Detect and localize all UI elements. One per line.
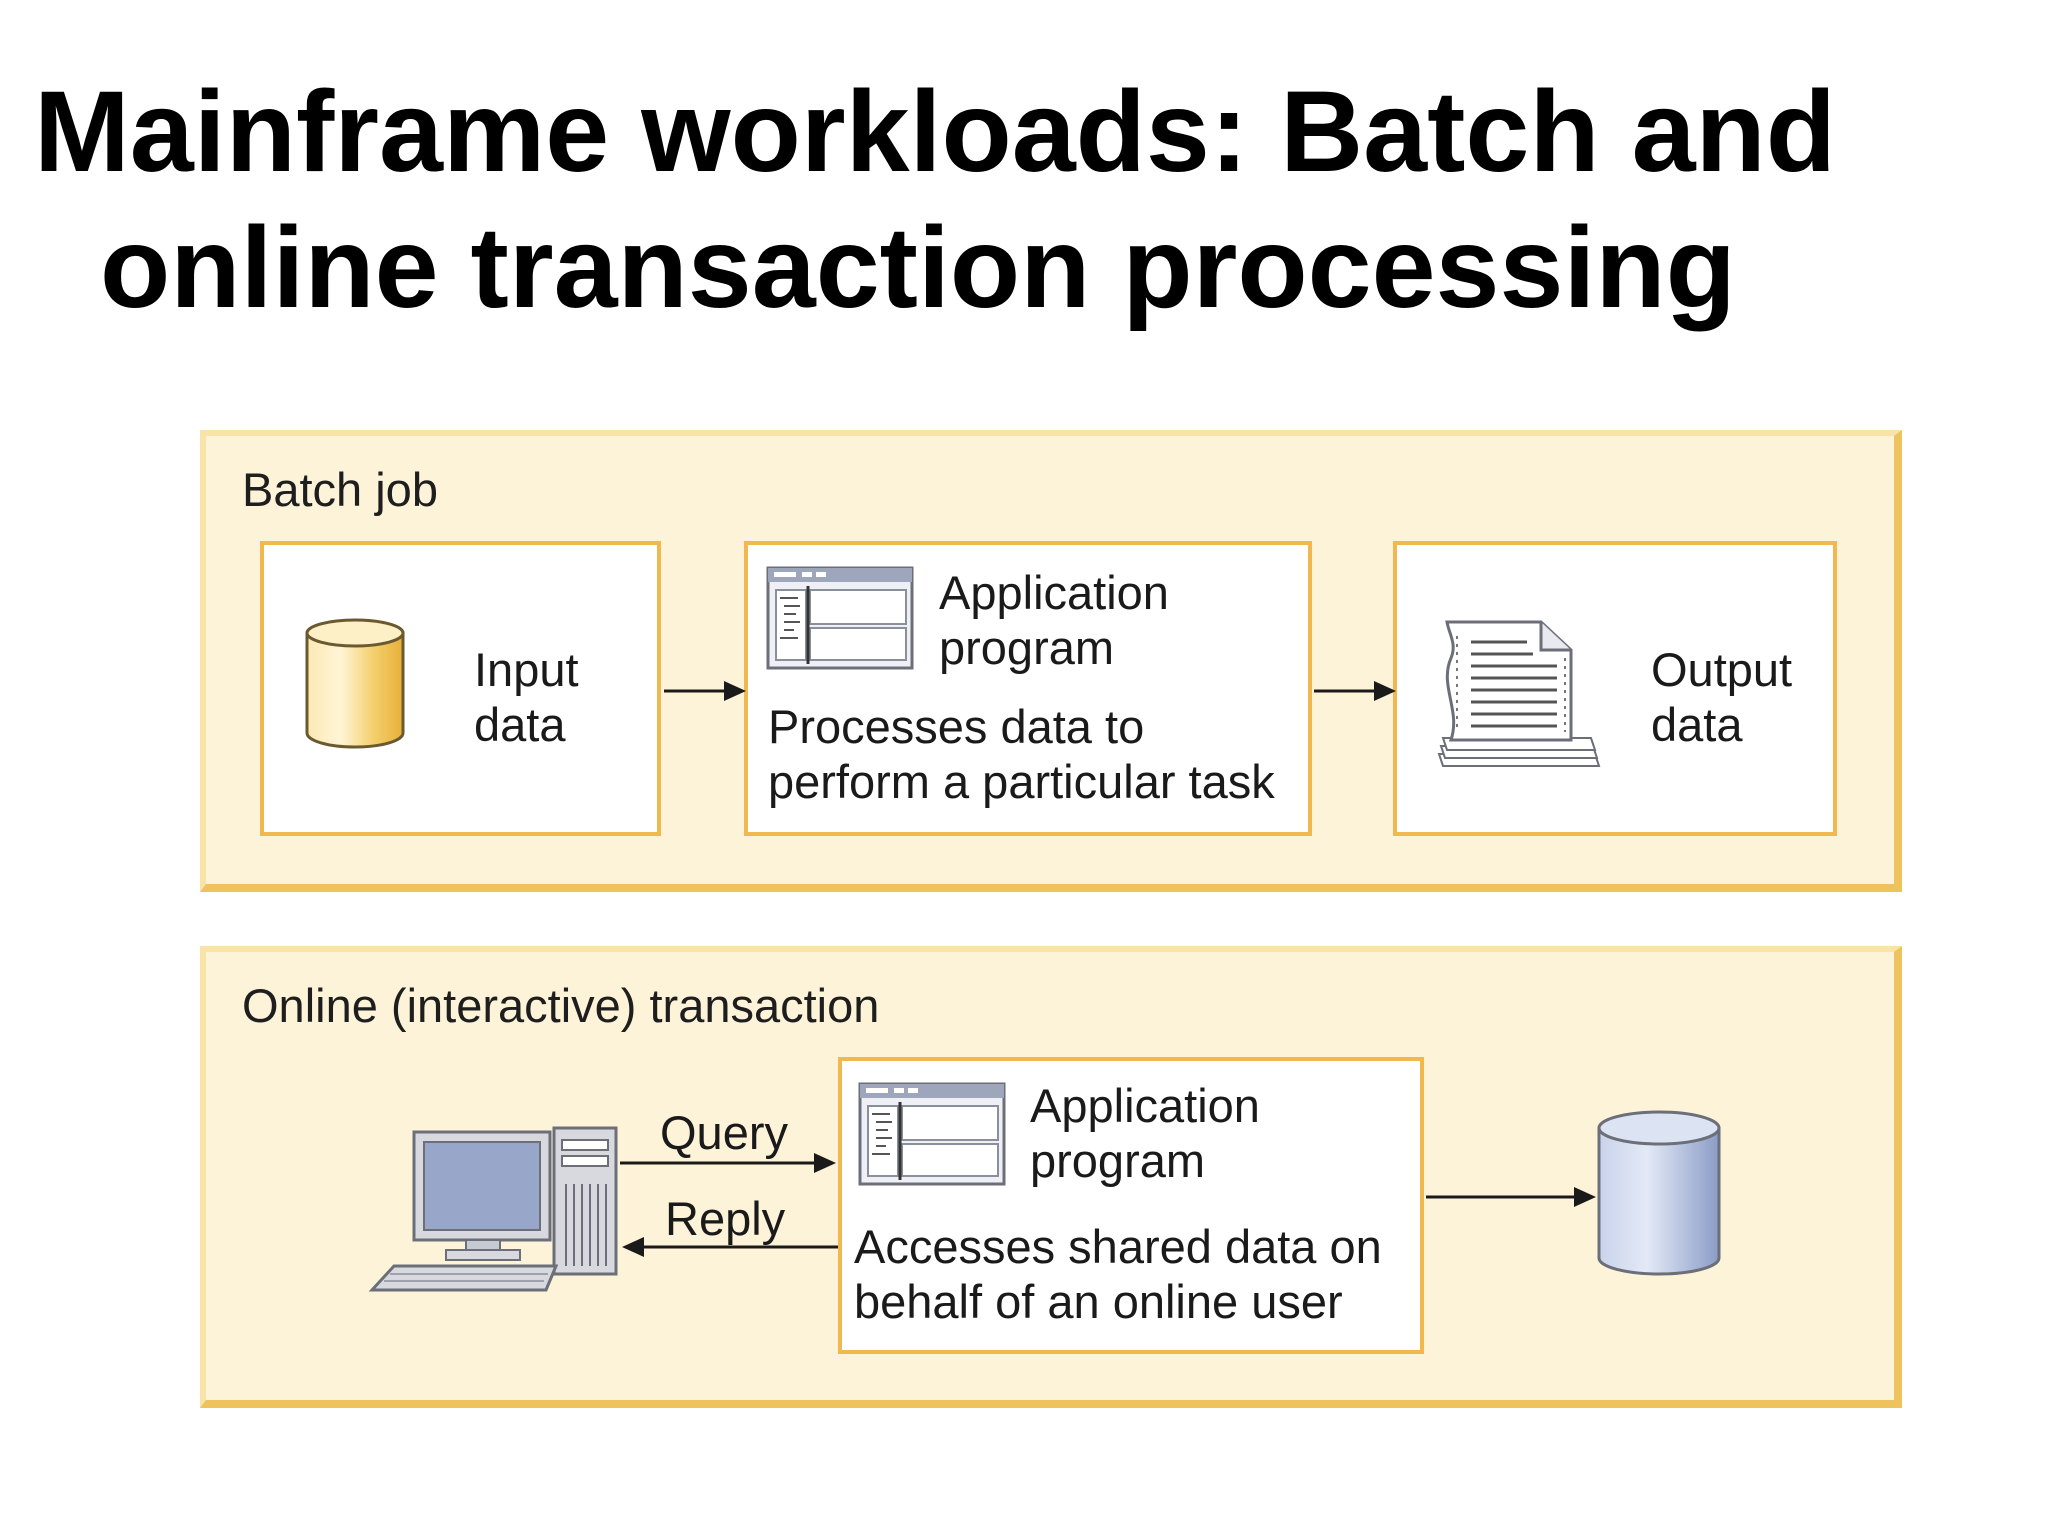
shared-database-icon [1597, 1110, 1721, 1276]
online-app-desc-line1: Accesses shared data on [854, 1220, 1382, 1273]
title-line-2: online transaction processing [100, 204, 1736, 332]
online-transaction-label: Online (interactive) transaction [242, 979, 880, 1032]
output-data-line1: Output [1651, 643, 1793, 696]
batch-app-desc-line2: perform a particular task [768, 755, 1275, 808]
arrow-app-to-output-head [1374, 681, 1396, 701]
arrow-query-head [814, 1153, 836, 1173]
application-window-icon [766, 566, 914, 670]
output-data-line2: data [1651, 698, 1743, 751]
application-window-icon [858, 1082, 1006, 1186]
input-data-line2: data [474, 698, 566, 751]
batch-app-title-line2: program [939, 621, 1115, 674]
batch-app-title-line1: Application [939, 566, 1169, 619]
title-line-1: Mainframe workloads: Batch and [34, 68, 1837, 196]
printed-report-icon [1437, 620, 1601, 767]
database-cylinder-icon [305, 618, 405, 749]
input-data-line1: Input [474, 643, 579, 696]
desktop-computer-icon [368, 1126, 618, 1292]
online-app-desc-line2: behalf of an online user [854, 1275, 1343, 1328]
batch-app-desc-line1: Processes data to [768, 700, 1145, 753]
online-app-title-line1: Application [1030, 1079, 1260, 1132]
online-app-title-line2: program [1030, 1134, 1206, 1187]
arrow-input-to-app-head [724, 681, 746, 701]
arrow-reply-head [622, 1237, 644, 1257]
batch-job-label: Batch job [242, 463, 438, 516]
page-title: Mainframe workloads: Batch and online tr… [34, 64, 1994, 336]
arrow-app-to-database-head [1574, 1187, 1596, 1207]
query-label: Query [660, 1106, 788, 1159]
reply-label: Reply [665, 1192, 786, 1245]
